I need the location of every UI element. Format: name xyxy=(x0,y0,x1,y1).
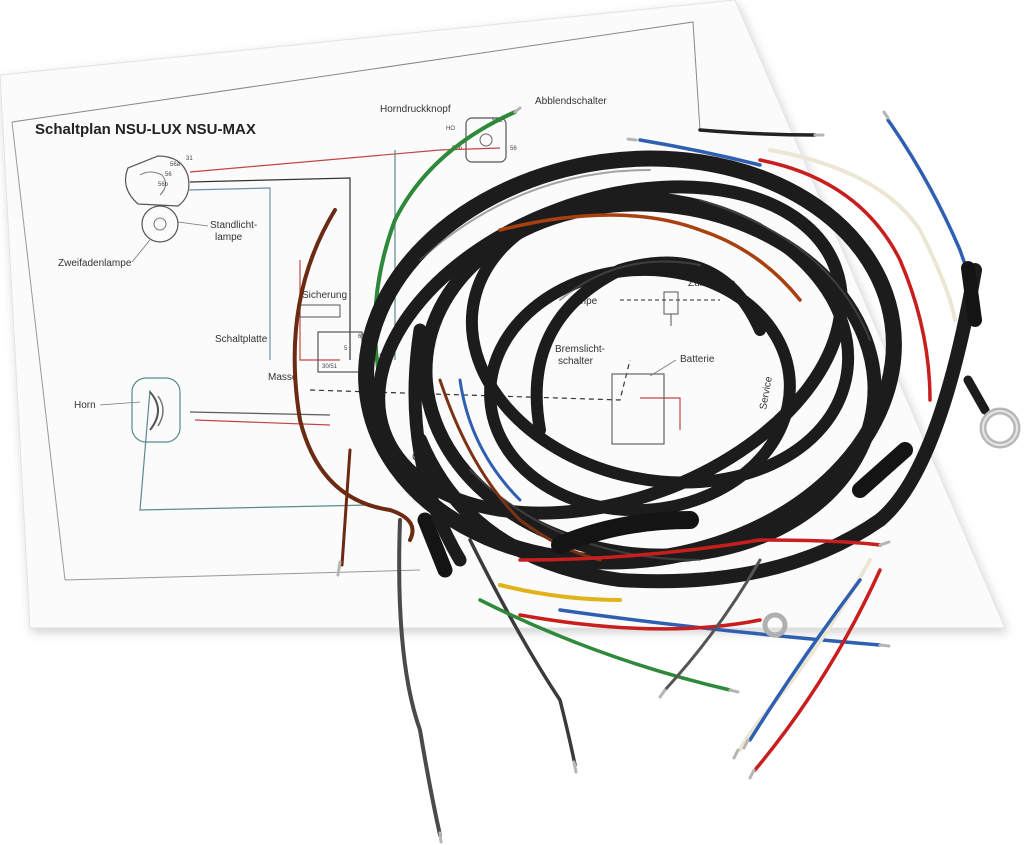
frame-left-edge xyxy=(11,121,66,581)
frame-bottom-edge xyxy=(64,569,421,581)
label-schaltplatte: Schaltplatte xyxy=(215,334,268,345)
wire-orange-inner xyxy=(498,213,802,302)
pin-31: 31 xyxy=(186,156,193,162)
shrink-sleeves xyxy=(417,261,982,578)
pin-56b-left: 56b xyxy=(158,182,169,188)
sleeve-center-label xyxy=(551,511,699,554)
label-abblendschalter: Abblendschalter xyxy=(535,96,607,107)
harness-inner-arc xyxy=(530,256,766,436)
sleeve-left-bottom xyxy=(417,512,453,578)
wire-red-down-right xyxy=(753,568,882,772)
label-sicherung: Sicherung xyxy=(302,290,347,301)
label-horn: Horn xyxy=(74,400,96,411)
wire-blue-inner xyxy=(458,378,522,502)
spark-plug-symbol xyxy=(663,291,679,326)
standlicht-lamp-symbol xyxy=(141,205,179,243)
wire-grey-down xyxy=(468,538,577,767)
label-standlichtlampe-1: Standlicht- xyxy=(210,220,257,231)
pin-30-51: 30/51 xyxy=(322,364,338,370)
label-standlichtlampe-2: lampe xyxy=(215,232,243,243)
label-batterie: Batterie xyxy=(680,354,715,365)
wire-blue-top xyxy=(638,138,762,167)
harness-tail-right xyxy=(873,263,982,527)
sleeve-right-bottom xyxy=(852,442,913,498)
wire-blue-down-right xyxy=(748,578,862,742)
harness-tail-left xyxy=(408,323,467,567)
wire-red-top-right xyxy=(758,158,932,402)
pin-ho: HO xyxy=(446,126,455,132)
wire-brown-inner xyxy=(438,378,602,562)
horn-symbol xyxy=(131,377,181,443)
pin-56-right: 56 xyxy=(510,146,517,152)
pin-56a-left: 56a xyxy=(170,162,181,168)
harness-loop-4 xyxy=(465,191,855,489)
wire-red-fan-2 xyxy=(518,613,762,631)
wire-red-fan xyxy=(518,538,882,562)
wire-green-fan xyxy=(478,598,732,692)
wire-black-top xyxy=(698,128,817,137)
sleeve-right-top xyxy=(961,261,982,327)
pin-61: 61 xyxy=(358,334,365,340)
label-masse: Masse xyxy=(268,372,298,383)
diagram-frame xyxy=(11,21,701,131)
wire-white-top-right xyxy=(768,148,957,322)
battery-symbol xyxy=(611,373,665,445)
label-lampe-partial: lampe xyxy=(570,296,598,307)
ring-terminal-bottom xyxy=(762,612,788,638)
loose-wires-back xyxy=(292,110,970,837)
wire-black-long xyxy=(397,518,442,837)
wire-tips xyxy=(336,106,891,844)
colored-conductors xyxy=(438,213,882,772)
headlamp-switch-symbol: 56a 56 56b 31 xyxy=(125,155,193,207)
label-zweifadenlampe: Zweifadenlampe xyxy=(58,258,132,269)
wire-blue-fan xyxy=(558,608,882,647)
label-bremslichtschalter-1: Bremslicht- xyxy=(555,344,605,355)
wire-brown-left xyxy=(292,208,415,542)
diagram-wires xyxy=(139,147,720,511)
wire-brown-left-end xyxy=(340,448,352,567)
wiring-harness xyxy=(292,106,1021,844)
wire-grey-down-right xyxy=(663,558,762,692)
wire-yellow-fan xyxy=(498,583,622,602)
pin-56-left: 56 xyxy=(165,172,172,178)
ring-terminal xyxy=(963,375,1021,449)
label-horndruckknopf: Horndruckknopf xyxy=(380,104,451,115)
pin-5: 5 xyxy=(344,346,348,352)
harness-lower-arc xyxy=(413,433,887,589)
label-bremslichtschalter-2: schalter xyxy=(558,356,594,367)
diagram-title: Schaltplan NSU-LUX NSU-MAX xyxy=(35,121,256,138)
